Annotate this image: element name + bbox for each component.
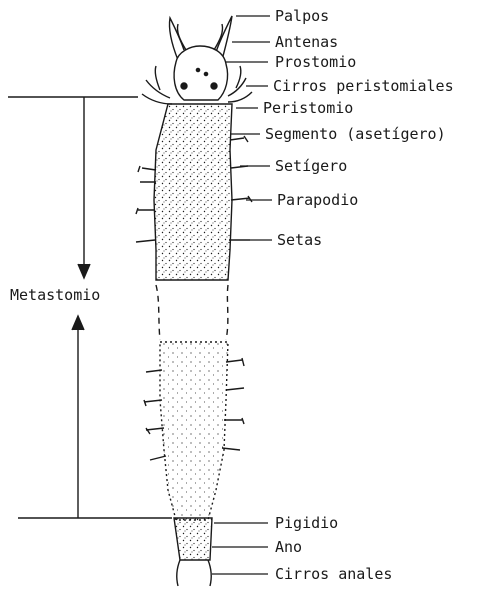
upper-body (154, 104, 232, 280)
peristomial-cirri-right (228, 66, 252, 102)
pygidium (174, 518, 212, 560)
label-ano: Ano (275, 538, 302, 556)
arrow-up-head (72, 316, 84, 330)
parapodia-right-upper (229, 136, 252, 240)
prostomium (174, 46, 228, 100)
label-cirros-peristomiales: Cirros peristomiales (273, 77, 454, 95)
anal-cirri (177, 560, 212, 586)
middle-body-right-edge (226, 285, 228, 340)
label-cirros-anales: Cirros anales (275, 565, 392, 583)
label-peristomio: Peristomio (263, 99, 353, 117)
label-pigidio: Pigidio (275, 514, 338, 532)
eye-left (181, 83, 187, 89)
label-palpos: Palpos (275, 7, 329, 25)
middle-body-left-edge (156, 285, 160, 340)
arrow-down-head (78, 264, 90, 278)
label-parapodio: Parapodio (277, 191, 358, 209)
eye-right (211, 83, 217, 89)
lower-body (160, 342, 228, 520)
worm-body (136, 16, 252, 586)
label-setigero: Setígero (275, 157, 347, 175)
peristomial-cirri-left (142, 66, 172, 104)
label-segmento: Segmento (asetígero) (265, 125, 446, 143)
label-prostomio: Prostomio (275, 53, 356, 71)
label-antenas: Antenas (275, 33, 338, 51)
label-setas: Setas (277, 231, 322, 249)
label-metastomio: Metastomio (10, 286, 100, 304)
metastomio-bracket (8, 97, 172, 518)
parapodia-left-upper (136, 166, 156, 242)
